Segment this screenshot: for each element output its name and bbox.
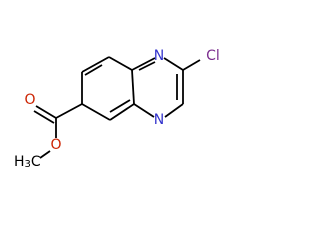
bond-c7-c7-inner [84, 64, 103, 76]
bond-c8a-n1-inner [138, 61, 156, 71]
atom-n4-label: N [154, 112, 164, 128]
methyl-c: C [31, 154, 41, 170]
methyl-label: H3C [14, 154, 41, 170]
bond-c6-carbonyl [55, 103, 83, 119]
bond-oester-methyl [39, 150, 51, 159]
bond-n4-c4a [133, 103, 155, 118]
chemical-structure: N N Cl O O H3C [14, 48, 220, 170]
bond-c6-c5 [81, 103, 111, 121]
bond-n1-c2 [163, 57, 184, 71]
methyl-subscript: 3 [25, 159, 31, 170]
bond-c5-c4a [109, 103, 135, 121]
methyl-h: H [14, 154, 25, 170]
atom-o-carbonyl-label: O [24, 92, 35, 108]
bond-c3-n4 [164, 103, 184, 118]
bond-c5-c4a-inner [109, 99, 131, 113]
atom-labels: N N Cl O O H3C [14, 48, 220, 170]
bond-c2-cl [182, 59, 201, 71]
bond-carbonyl-o [35, 105, 57, 119]
bond-c8-c7 [81, 56, 110, 73]
atom-cl-label: Cl [206, 48, 220, 64]
bonds [33, 56, 201, 159]
bond-c4a-c8a [131, 69, 135, 105]
bond-carbonyl-o-inner [33, 110, 55, 124]
bond-c8a-n1 [131, 57, 156, 71]
atom-n1-label: N [154, 48, 164, 64]
atom-o-ester-label: O [50, 137, 61, 153]
bond-c8a-c8 [108, 56, 133, 71]
